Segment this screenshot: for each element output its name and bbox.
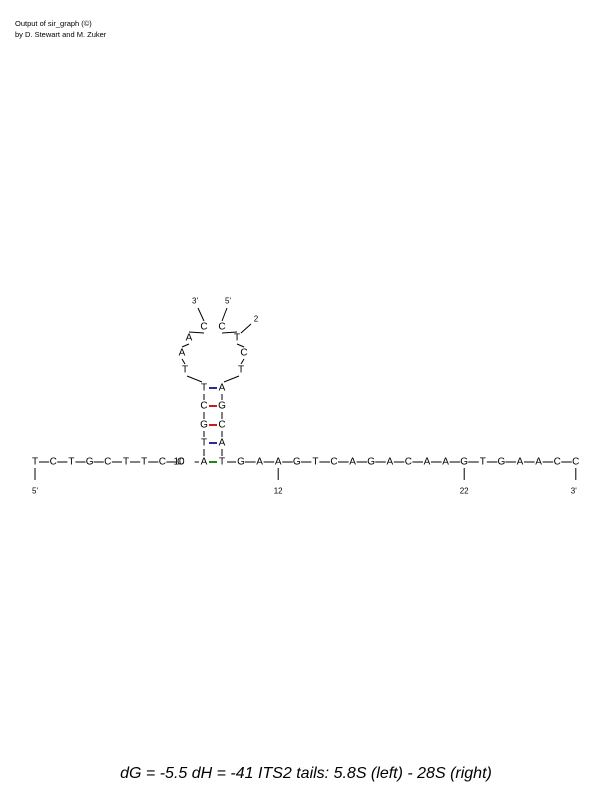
- junction-overlap-label: 10: [173, 457, 185, 468]
- left-tail-base: T: [32, 457, 38, 468]
- loop-left-base: A: [186, 333, 193, 344]
- left-tail-base: T: [68, 457, 74, 468]
- right-tail-base: T: [480, 457, 486, 468]
- left-tail-base: C: [50, 457, 57, 468]
- left-tail-base: C: [177, 457, 184, 468]
- header-title: Output of sir_graph (©): [15, 19, 92, 28]
- stem-right-base: A: [219, 383, 226, 394]
- right-tail-base: A: [535, 457, 542, 468]
- label-tick: [197, 307, 205, 322]
- header: Output of sir_graph (©) by D. Stewart an…: [15, 18, 106, 40]
- right-tail-base: C: [330, 457, 337, 468]
- stem-right-base: C: [218, 420, 225, 431]
- right-tail-base: C: [572, 457, 579, 468]
- stem-right-base: A: [219, 438, 226, 449]
- backbone-link: [236, 343, 245, 348]
- stem-left-base: T: [201, 438, 207, 449]
- backbone-link: [223, 375, 240, 383]
- loop-number-label: 2: [254, 315, 259, 324]
- right-tail-base: G: [367, 457, 375, 468]
- right-tail-base: T: [312, 457, 318, 468]
- right-tail-base: C: [405, 457, 412, 468]
- left-tail-base: T: [141, 457, 147, 468]
- stem-left-base: T: [201, 383, 207, 394]
- right-tail-base: G: [498, 457, 506, 468]
- loop-left-base: A: [179, 348, 186, 359]
- left-tail-base: C: [159, 457, 166, 468]
- right-tail-base: A: [386, 457, 393, 468]
- loop-three-prime-label: 3': [192, 297, 198, 306]
- stem-bottom-right-base: T: [219, 457, 225, 468]
- energy-caption: dG = -5.5 dH = -41 ITS2 tails: 5.8S (lef…: [120, 765, 492, 782]
- left-tail-base: T: [123, 457, 129, 468]
- loop-right-base: T: [234, 333, 240, 344]
- backbone-link: [186, 375, 203, 383]
- right-tail-base: A: [517, 457, 524, 468]
- position-12-label: 12: [274, 487, 283, 496]
- five-prime-label: 5': [32, 487, 38, 496]
- right-tail-base: G: [460, 457, 468, 468]
- right-tail-base: A: [442, 457, 449, 468]
- right-tail-base: C: [554, 457, 561, 468]
- loop-right-base: C: [240, 348, 247, 359]
- stem-left-base: C: [200, 401, 207, 412]
- loop-five-prime-label: 5': [225, 297, 231, 306]
- loop-left-base: C: [200, 322, 207, 333]
- backbone-link: [181, 343, 190, 348]
- three-prime-label: 3': [571, 487, 577, 496]
- backbone-link: [181, 358, 186, 365]
- stem-right-base: G: [218, 401, 226, 412]
- left-tail-base: G: [86, 457, 94, 468]
- stem-bottom-left-base: A: [201, 457, 208, 468]
- right-tail-base: A: [424, 457, 431, 468]
- backbone-link: [221, 331, 238, 334]
- loop-left-base: T: [182, 365, 188, 376]
- backbone-link: [240, 358, 245, 365]
- header-authors: by D. Stewart and M. Zuker: [15, 30, 107, 39]
- left-tail-base: C: [104, 457, 111, 468]
- right-tail-base: A: [256, 457, 263, 468]
- loop-right-base: T: [238, 365, 244, 376]
- stem-left-base: G: [200, 420, 208, 431]
- label-tick: [221, 307, 228, 322]
- right-tail-base: G: [237, 457, 245, 468]
- backbone-link: [188, 331, 205, 334]
- position-22-label: 22: [460, 487, 469, 496]
- right-tail-base: A: [349, 457, 356, 468]
- right-tail-base: G: [293, 457, 301, 468]
- loop-right-base: C: [218, 322, 225, 333]
- right-tail-base: A: [275, 457, 282, 468]
- label-tick: [240, 323, 252, 334]
